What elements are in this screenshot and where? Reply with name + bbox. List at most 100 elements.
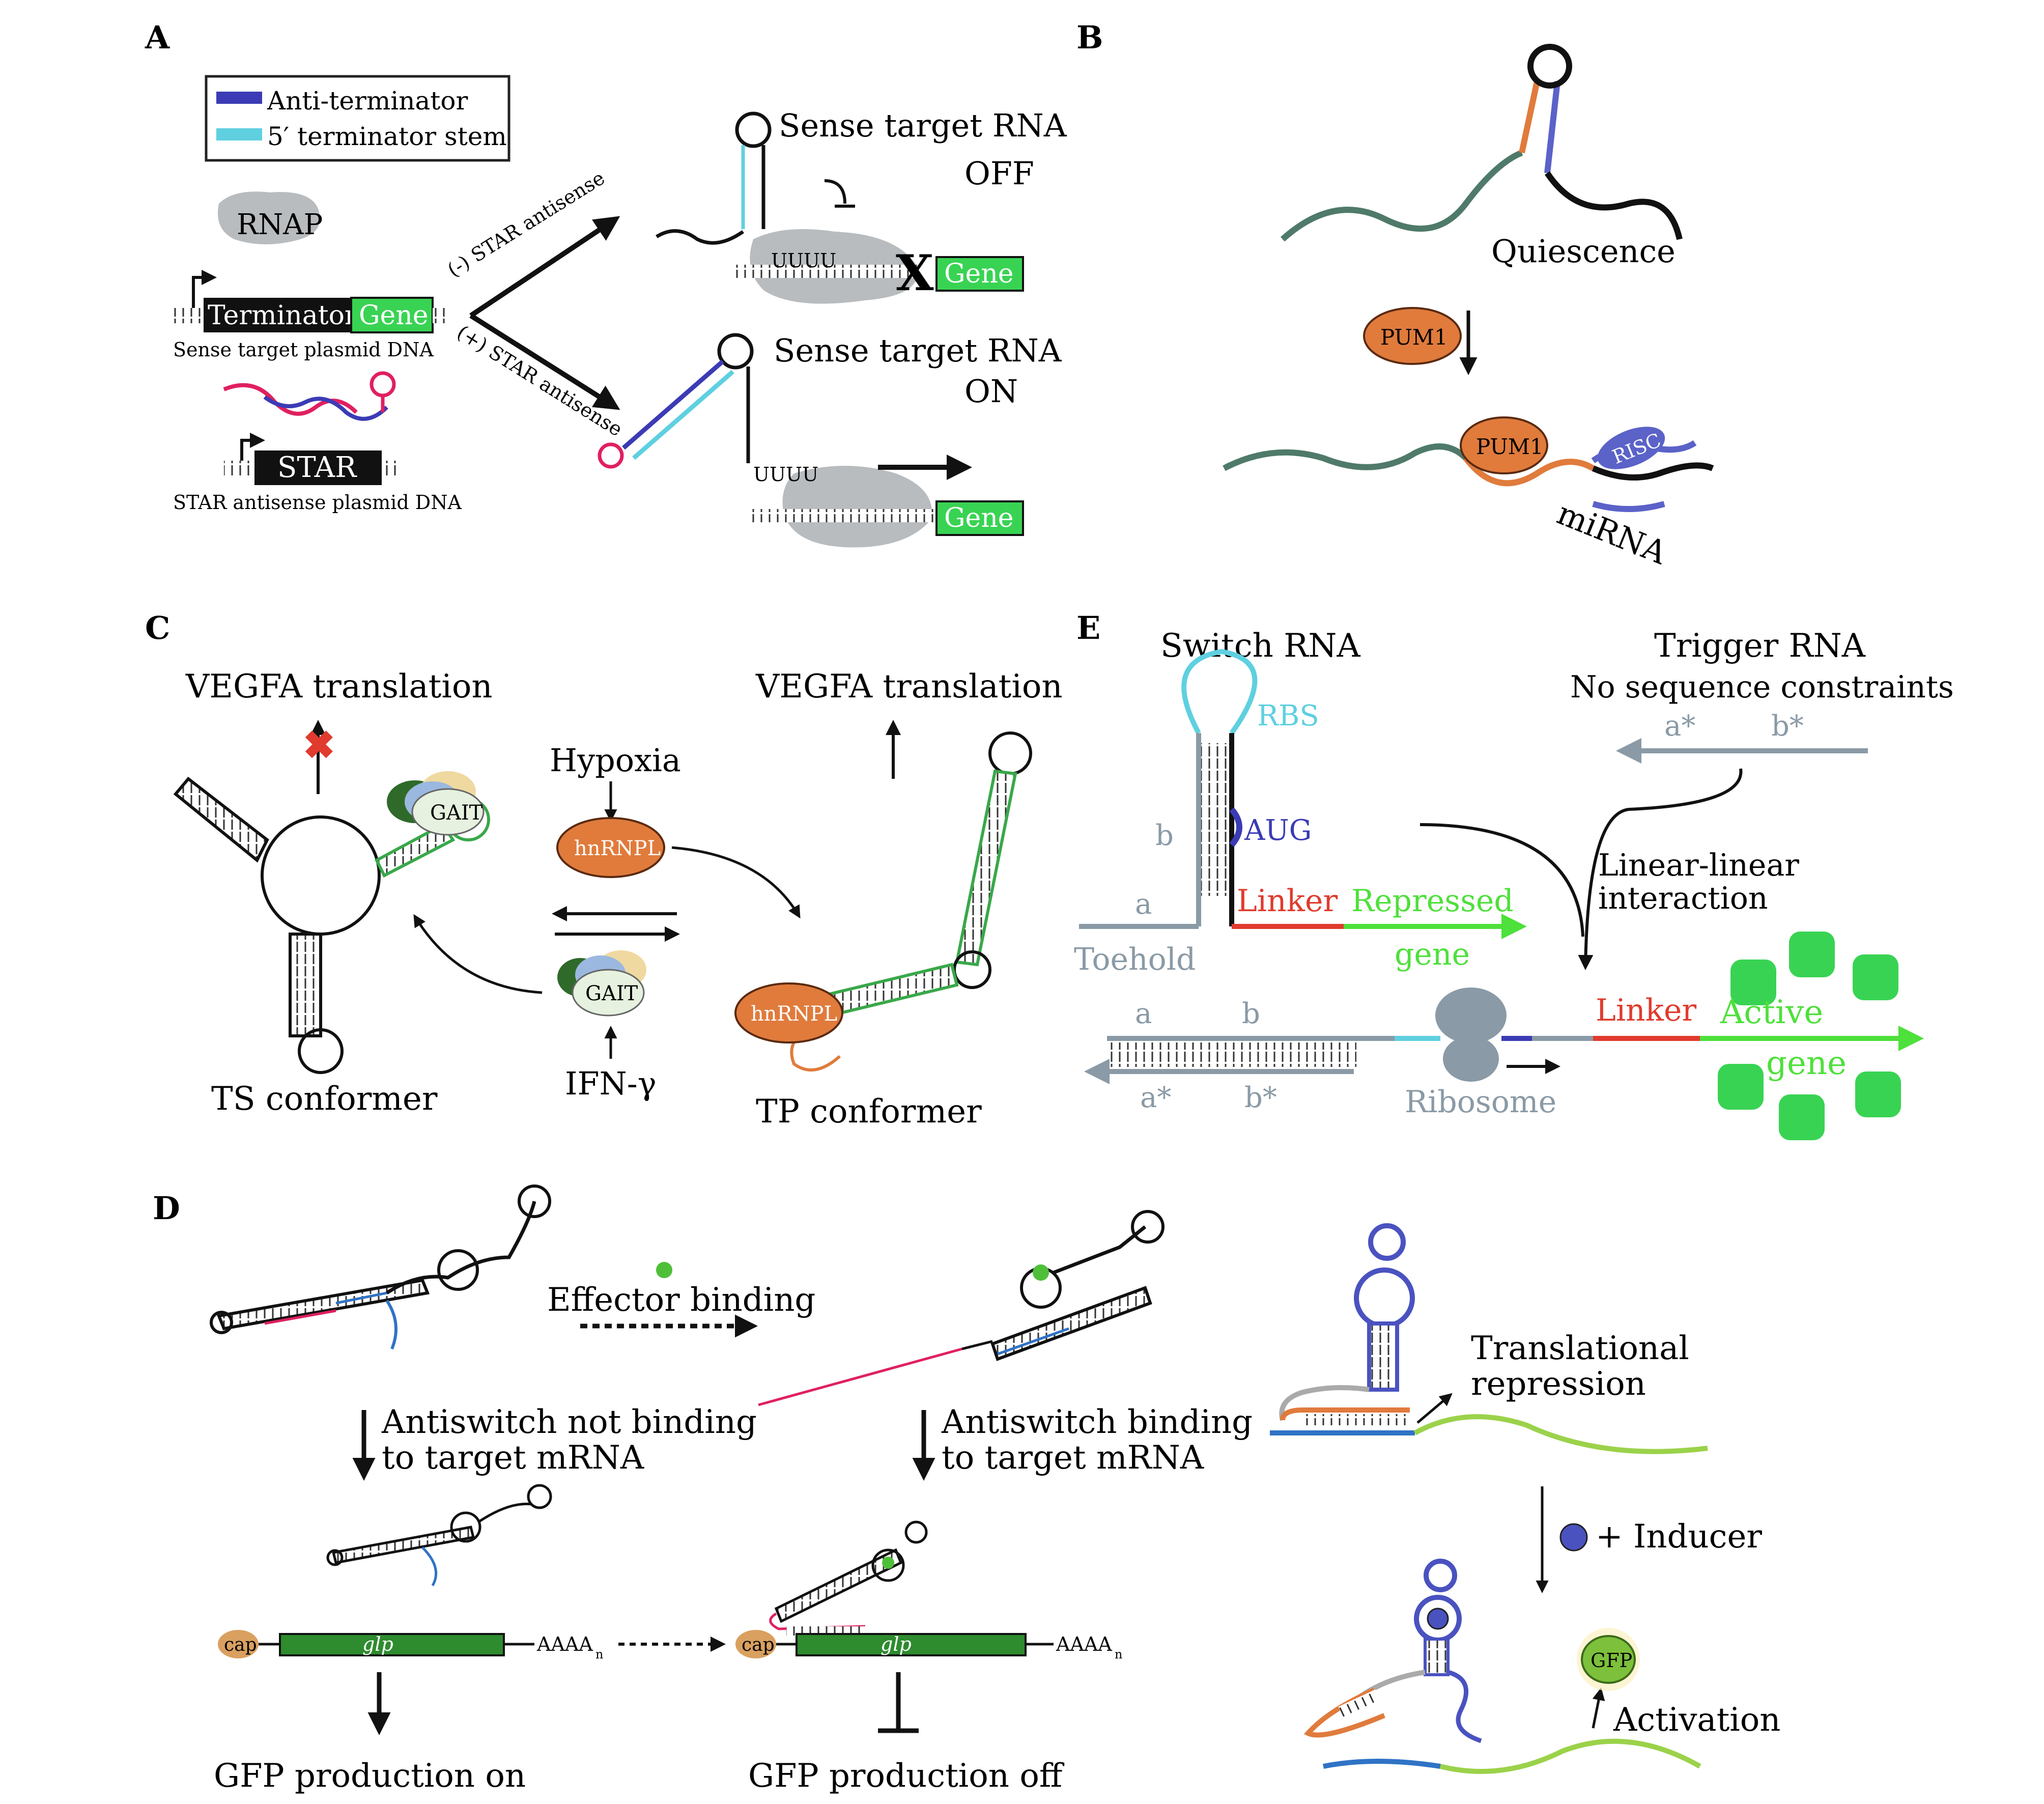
act-inducer bbox=[1427, 1608, 1449, 1630]
off-uuuu: UUUU bbox=[771, 249, 836, 272]
vegfa-right-label: VEGFA translation bbox=[755, 668, 1063, 706]
ribosome-small bbox=[1443, 1036, 1499, 1082]
interaction-curve-left bbox=[1420, 823, 1584, 937]
rep-orange bbox=[1280, 1407, 1410, 1421]
antiswitch2-black bbox=[961, 1340, 993, 1350]
off-x-mark: X bbox=[896, 244, 934, 302]
rep-grey-linker bbox=[1279, 1385, 1370, 1421]
linker-label-switch: Linker bbox=[1237, 883, 1338, 919]
antiswitch2-bulge2 bbox=[1131, 1210, 1165, 1244]
rep-arrow bbox=[1416, 1393, 1453, 1424]
trans-rep-label-2: repression bbox=[1471, 1365, 1646, 1403]
on-duplex-blue bbox=[622, 359, 724, 450]
panel-b-label: B bbox=[1076, 19, 1103, 56]
terminator-box bbox=[204, 298, 351, 332]
antiswitch1-bulge1 bbox=[437, 1249, 479, 1291]
antiswitch2-blue bbox=[997, 1327, 1069, 1356]
anti-terminator-swatch bbox=[216, 92, 262, 104]
antiswitch2-ligand bbox=[1033, 1264, 1049, 1281]
rep-switch-bulge bbox=[1354, 1267, 1415, 1329]
star-rna-blue bbox=[263, 395, 388, 421]
glp-right-label: glp bbox=[881, 1633, 912, 1655]
small-antiswitch-bulge2 bbox=[527, 1484, 552, 1509]
gait-top-label: GAIT bbox=[430, 801, 483, 825]
pum1-free bbox=[1363, 307, 1462, 365]
arrow-minus-star bbox=[469, 216, 620, 318]
ifn-label: IFN-γ bbox=[565, 1065, 657, 1102]
star-box bbox=[254, 450, 382, 485]
act-switch-stem bbox=[1424, 1638, 1450, 1676]
tp-long-stem bbox=[955, 769, 1017, 967]
glp-left-label: glp bbox=[362, 1633, 393, 1655]
pum1-bound bbox=[1460, 416, 1548, 474]
on-hairpin-loop bbox=[717, 333, 754, 370]
aaaa-left: AAAA bbox=[536, 1633, 593, 1655]
b-star-bottom: b* bbox=[1244, 1081, 1277, 1114]
a-star-bottom: a* bbox=[1140, 1081, 1171, 1114]
glp-box-left bbox=[279, 1633, 505, 1656]
panel-c-label: C bbox=[145, 609, 170, 646]
sense-rna-off-label: Sense target RNA bbox=[779, 107, 1067, 144]
legend-box bbox=[205, 75, 510, 162]
binding-label-2: to target mRNA bbox=[942, 1439, 1204, 1477]
inducer-ligand bbox=[1559, 1523, 1588, 1552]
aaaa-right: AAAA bbox=[1056, 1633, 1112, 1655]
a-star-trigger: a* bbox=[1664, 710, 1695, 743]
bound-antiswitch-bulge bbox=[871, 1548, 905, 1582]
terminator-stem-swatch bbox=[216, 128, 262, 140]
b-rna2-orange bbox=[1463, 456, 1595, 487]
trigger-rna-label: Trigger RNA bbox=[1654, 627, 1866, 665]
ts-lower-stem bbox=[289, 933, 322, 1037]
arrow-plus-star bbox=[469, 313, 620, 410]
b-rna2-black bbox=[1592, 462, 1714, 481]
rbs-label: RBS bbox=[1257, 699, 1319, 732]
bound-antiswitch-stem bbox=[774, 1548, 903, 1623]
sense-rna-on-label: Sense target RNA bbox=[774, 332, 1062, 369]
off-hairpin-loop bbox=[735, 111, 772, 148]
panel-c: C VEGFA translation ✖ GAIT TS conformer … bbox=[145, 609, 1063, 1131]
pum1-free-label: PUM1 bbox=[1380, 325, 1448, 350]
protein-1 bbox=[1730, 960, 1776, 1005]
b-rna2-green bbox=[1223, 443, 1468, 471]
rnap-label: RNAP bbox=[237, 208, 323, 241]
b-label-bottom: b bbox=[1242, 997, 1260, 1030]
gene-box-off bbox=[935, 256, 1024, 292]
trans-rep-label-1: Translational bbox=[1471, 1330, 1689, 1367]
rep-switch-top bbox=[1368, 1223, 1406, 1261]
gene-label-on: Gene bbox=[944, 503, 1014, 533]
legend-terminator-stem: 5′ terminator stem bbox=[267, 122, 507, 151]
aug-segment bbox=[1229, 807, 1242, 847]
minus-star-label: (-) STAR antisense bbox=[443, 166, 608, 281]
vegfa-left-label: VEGFA translation bbox=[185, 668, 493, 706]
ribosome-large bbox=[1435, 988, 1507, 1044]
b-stem-orange bbox=[1519, 80, 1540, 154]
switch-stem-bars bbox=[1201, 743, 1229, 896]
gfp-off-label: GFP production off bbox=[748, 1757, 1065, 1795]
tp-label: TP conformer bbox=[756, 1093, 982, 1131]
effector-ligand bbox=[656, 1262, 672, 1278]
on-dna bbox=[751, 509, 939, 522]
b-loop bbox=[1527, 44, 1572, 89]
glp-box-right bbox=[796, 1633, 1027, 1656]
gene-label-sense: Gene bbox=[359, 300, 429, 331]
hnrnpl-bound bbox=[734, 982, 843, 1044]
hnrnpl-curve-arrow bbox=[671, 846, 801, 919]
act-switch-tail bbox=[1447, 1670, 1482, 1743]
off-label: OFF bbox=[964, 155, 1034, 192]
protein-6 bbox=[1855, 1072, 1901, 1117]
rep-switch-stem bbox=[1367, 1321, 1399, 1392]
effector-label: Effector binding bbox=[547, 1281, 815, 1319]
interaction-curve-right bbox=[1578, 768, 1743, 970]
gfp-arrow bbox=[1592, 1687, 1605, 1729]
star-label: STAR bbox=[277, 451, 357, 484]
act-hairpin-bars bbox=[1338, 1689, 1380, 1717]
plus-star-label: (+) STAR antisense bbox=[453, 321, 626, 441]
repressed-label-1: Repressed bbox=[1351, 883, 1514, 919]
on-star-loop bbox=[598, 442, 624, 469]
gait-complex-top bbox=[411, 788, 485, 836]
promoter-arrow bbox=[192, 270, 217, 311]
cap-left bbox=[218, 1630, 259, 1658]
a-label-switch: a bbox=[1135, 888, 1152, 921]
aug-label: AUG bbox=[1244, 814, 1312, 847]
